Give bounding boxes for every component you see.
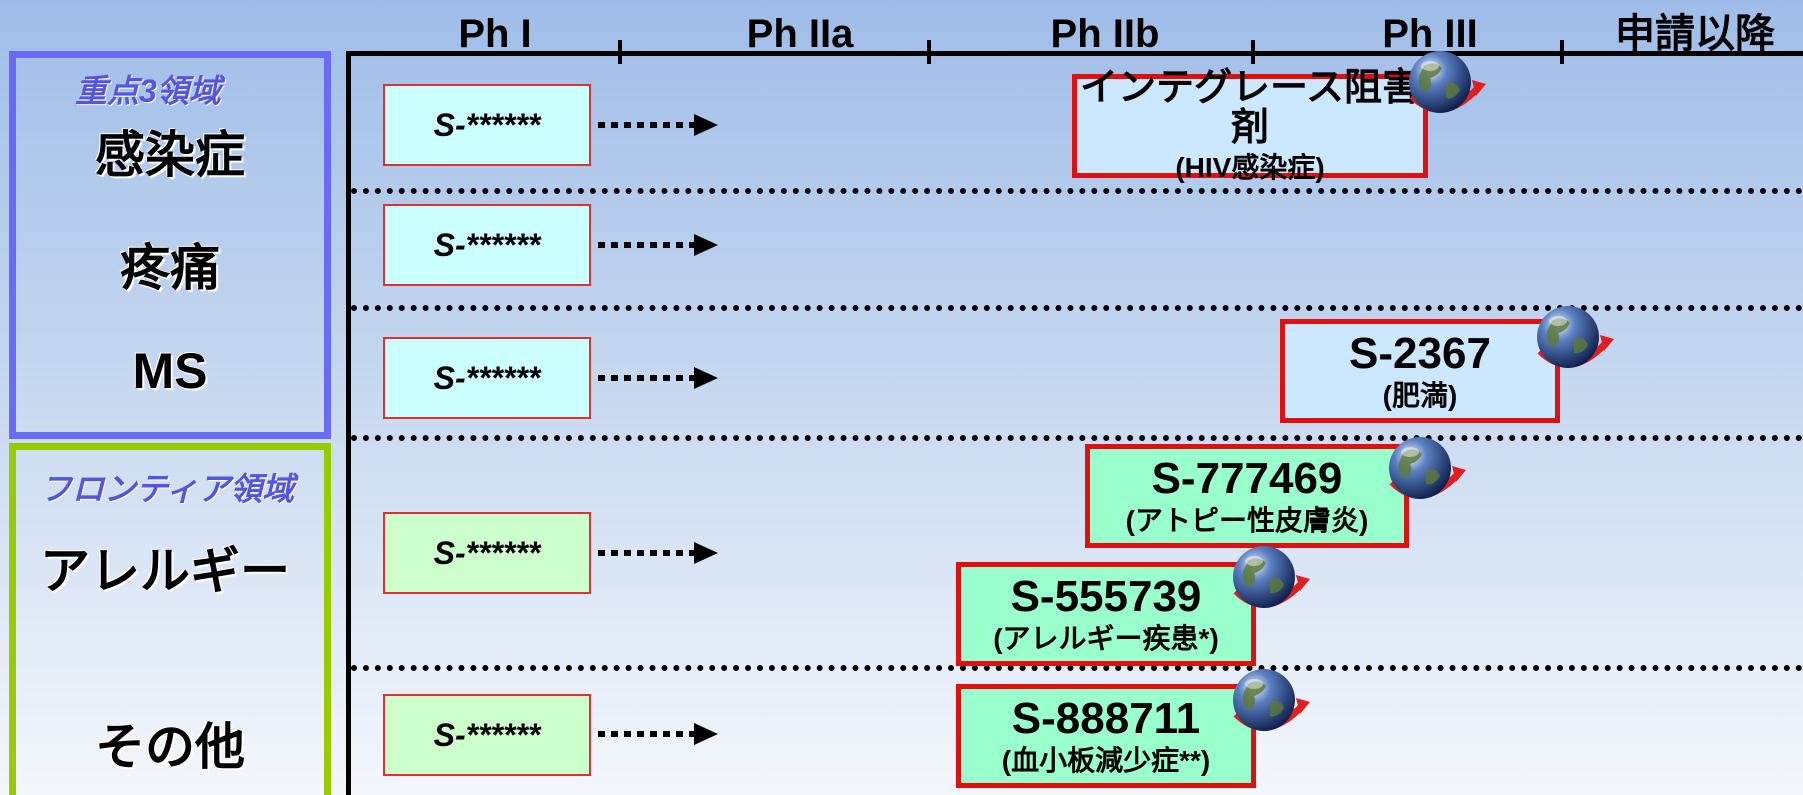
early-candidate-infection: S-****** bbox=[383, 84, 591, 166]
phase-header-ph2b: Ph IIb bbox=[1050, 12, 1160, 56]
area-label-pain: 疼痛 bbox=[120, 240, 220, 296]
phase-header-ph1: Ph I bbox=[458, 12, 532, 56]
area-label-infection: 感染症 bbox=[95, 127, 245, 183]
early-candidate-other: S-****** bbox=[383, 694, 591, 776]
row-divider bbox=[351, 665, 1803, 671]
dotted-arrow-icon bbox=[596, 113, 721, 137]
phase-header-ph2a: Ph IIa bbox=[746, 12, 854, 56]
globe-arrow-icon bbox=[1530, 299, 1614, 383]
early-candidate-pain: S-****** bbox=[383, 204, 591, 286]
drug-box-integrase: インテグレース阻害剤 (HIV感染症) bbox=[1072, 69, 1428, 183]
drug-name: インテグレース阻害剤 bbox=[1079, 67, 1421, 150]
drug-indication: (HIV感染症) bbox=[1175, 152, 1325, 184]
drug-name: S-888711 bbox=[1011, 694, 1201, 744]
dotted-arrow-icon bbox=[596, 722, 721, 746]
frontier-group-title: フロンティア領域 bbox=[40, 471, 295, 507]
drug-name: S-777469 bbox=[1151, 454, 1343, 504]
drug-box-s555739: S-555739 (アレルギー疾患*) bbox=[956, 562, 1256, 666]
drug-indication: (アレルギー疾患*) bbox=[993, 623, 1219, 655]
drug-indication: (血小板減少症**) bbox=[1001, 745, 1211, 777]
frontier-area-group bbox=[9, 443, 331, 795]
drug-box-s888711: S-888711 (血小板減少症**) bbox=[956, 684, 1256, 788]
drug-name: S-555739 bbox=[1010, 572, 1202, 622]
phase-axis bbox=[346, 51, 1803, 56]
area-axis bbox=[346, 51, 351, 795]
dotted-arrow-icon bbox=[596, 366, 721, 390]
area-label-ms: MS bbox=[132, 343, 208, 399]
drug-indication: (肥満) bbox=[1382, 380, 1458, 412]
row-divider bbox=[351, 188, 1803, 194]
row-divider bbox=[351, 305, 1803, 311]
row-divider bbox=[351, 435, 1803, 441]
drug-box-s777469: S-777469 (アトピー性皮膚炎) bbox=[1085, 444, 1409, 548]
drug-name: S-2367 bbox=[1349, 329, 1491, 379]
focus-group-title: 重点3領域 bbox=[75, 73, 221, 109]
phase-header-filing: 申請以降 bbox=[1615, 12, 1775, 56]
globe-arrow-icon bbox=[1382, 430, 1466, 514]
globe-arrow-icon bbox=[1226, 662, 1310, 746]
globe-arrow-icon bbox=[1226, 539, 1310, 623]
dotted-arrow-icon bbox=[596, 233, 721, 257]
globe-arrow-icon bbox=[1402, 44, 1486, 128]
area-label-other: その他 bbox=[95, 719, 245, 775]
drug-indication: (アトピー性皮膚炎) bbox=[1125, 505, 1369, 537]
area-label-allergy: アレルギー bbox=[40, 543, 290, 599]
drug-box-s2367: S-2367 (肥満) bbox=[1280, 319, 1560, 423]
dotted-arrow-icon bbox=[596, 541, 721, 565]
phase-header-ph3: Ph III bbox=[1382, 12, 1478, 56]
early-candidate-ms: S-****** bbox=[383, 337, 591, 419]
focus-area-group bbox=[9, 51, 331, 439]
early-candidate-allergy: S-****** bbox=[383, 512, 591, 594]
